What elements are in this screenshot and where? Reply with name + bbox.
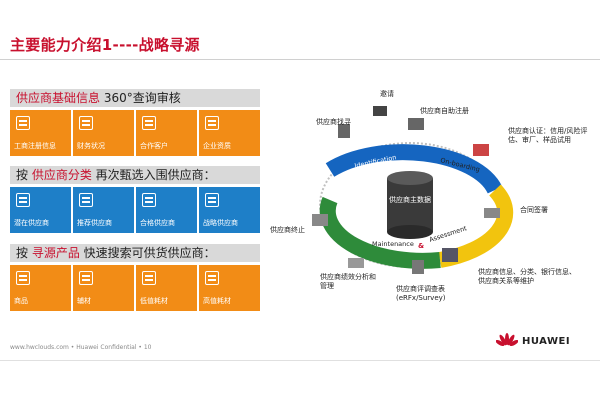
network-icon xyxy=(16,193,30,207)
band-basic-info: 供应商基础信息 360°查询审核 xyxy=(10,89,260,107)
tile-label: 企业资质 xyxy=(203,142,231,150)
tile-customers[interactable]: 合作客户 xyxy=(136,110,197,156)
ring-label-maintenance: Maintenance xyxy=(372,240,414,248)
tile-label: 推荐供应商 xyxy=(77,219,112,227)
band-supplier-class-highlight: 供应商分类 xyxy=(31,168,92,182)
band-sourcing-product-text: 快速搜索可供货供应商： xyxy=(79,246,216,260)
terminate-icon xyxy=(312,214,328,226)
step-maintain: 供应商信息、分类、银行信息、供应商关系等维护 xyxy=(478,268,576,285)
flask-icon xyxy=(205,271,219,285)
tile-label: 合格供应商 xyxy=(140,219,175,227)
tile-auxiliary-material[interactable]: 辅材 xyxy=(73,265,134,311)
maintain-icon xyxy=(442,248,458,262)
tile-strategic-supplier[interactable]: 战略供应商 xyxy=(199,187,260,233)
step-certify: 供应商认证：信用/风险评估、审厂、样品试用 xyxy=(508,127,588,144)
tile-label: 商品 xyxy=(14,297,28,305)
title-divider xyxy=(0,59,600,60)
find-icon xyxy=(338,124,350,138)
band-supplier-class-text: 再次甄选入围供应商： xyxy=(91,168,216,182)
invite-icon xyxy=(373,106,387,116)
band-prefix: 按 xyxy=(16,246,32,260)
tile-label: 战略供应商 xyxy=(203,219,238,227)
tile-business-registration[interactable]: 工商注册信息 xyxy=(10,110,71,156)
huawei-petal-icon xyxy=(496,333,518,347)
tile-high-value-consumables[interactable]: 高值耗材 xyxy=(199,265,260,311)
database-label: 供应商主数据 xyxy=(389,195,431,204)
band-supplier-class: 按 供应商分类 再次甄选入围供应商： xyxy=(10,166,260,184)
band-sourcing-product: 按 寻源产品 快速搜索可供货供应商： xyxy=(10,244,260,262)
tile-label: 潜在供应商 xyxy=(14,219,49,227)
tile-qualifications[interactable]: 企业资质 xyxy=(199,110,260,156)
tile-row-basic-info: 工商注册信息 财务状况 合作客户 企业资质 xyxy=(10,110,260,156)
huawei-logo: HUAWEI xyxy=(496,332,570,350)
tile-qualified-supplier[interactable]: 合格供应商 xyxy=(136,187,197,233)
step-invite: 邀请 xyxy=(380,89,394,98)
tool-icon xyxy=(142,271,156,285)
band-sourcing-product-highlight: 寻源产品 xyxy=(31,246,80,260)
document-icon xyxy=(16,116,30,130)
band-basic-info-text: 360°查询审核 xyxy=(100,91,181,105)
database-icon xyxy=(387,171,433,239)
tile-row-sourcing-product: 商品 辅材 低值耗材 高值耗材 xyxy=(10,265,260,311)
grid-icon xyxy=(79,193,93,207)
band-prefix: 按 xyxy=(16,168,32,182)
tool-icon xyxy=(79,271,93,285)
tile-label: 工商注册信息 xyxy=(14,142,56,150)
tile-financial-status[interactable]: 财务状况 xyxy=(73,110,134,156)
network-icon xyxy=(205,193,219,207)
step-find: 供应商找寻 xyxy=(316,117,351,126)
certify-icon xyxy=(473,144,489,156)
chart-icon xyxy=(79,116,93,130)
network-icon xyxy=(142,193,156,207)
certificate-icon xyxy=(205,116,219,130)
performance-icon xyxy=(348,258,364,268)
self-register-icon xyxy=(408,118,424,130)
tile-row-supplier-class: 潜在供应商 推荐供应商 合格供应商 战略供应商 xyxy=(10,187,260,233)
tile-label: 财务状况 xyxy=(77,142,105,150)
tile-goods[interactable]: 商品 xyxy=(10,265,71,311)
ring-label-and: & xyxy=(418,242,424,250)
tile-label: 辅材 xyxy=(77,297,91,305)
tile-label: 高值耗材 xyxy=(203,297,231,305)
tile-low-value-consumables[interactable]: 低值耗材 xyxy=(136,265,197,311)
step-terminate: 供应商终止 xyxy=(270,225,305,234)
step-self-register: 供应商自助注册 xyxy=(420,106,469,115)
tile-label: 合作客户 xyxy=(140,142,168,150)
document-icon xyxy=(142,116,156,130)
contract-icon xyxy=(484,208,500,218)
band-basic-info-highlight: 供应商基础信息 xyxy=(16,91,101,105)
flask-icon xyxy=(16,271,30,285)
bottom-divider xyxy=(0,360,600,361)
step-performance: 供应商绩效分析和管理 xyxy=(320,273,376,290)
tile-label: 低值耗材 xyxy=(140,297,168,305)
tile-potential-supplier[interactable]: 潜在供应商 xyxy=(10,187,71,233)
huawei-wordmark: HUAWEI xyxy=(522,335,571,347)
page-title: 主要能力介绍1----战略寻源 xyxy=(10,36,200,54)
step-survey: 供应商评调查表(eRFx/Survey) xyxy=(396,285,446,302)
footer: www.hwclouds.com • Huawei Confidential •… xyxy=(10,344,152,351)
tile-recommended-supplier[interactable]: 推荐供应商 xyxy=(73,187,134,233)
step-contract: 合同签署 xyxy=(520,206,548,214)
survey-icon xyxy=(412,260,424,274)
step-icons xyxy=(312,106,500,274)
